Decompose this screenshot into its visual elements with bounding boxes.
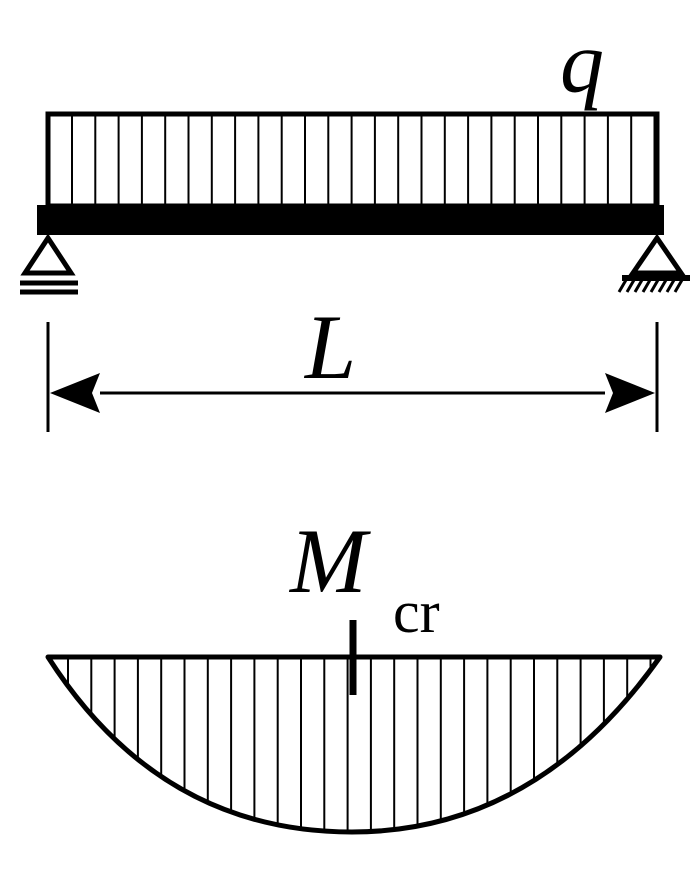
ground-hatch-line [633, 279, 644, 293]
right-pin-support [617, 233, 690, 293]
ground-hatch-line [625, 279, 636, 293]
distributed-load [45, 111, 660, 209]
span-label: L [303, 296, 356, 398]
left-roller-support [20, 233, 78, 295]
moment-label: M [288, 510, 371, 612]
dimension-arrow-left [50, 373, 100, 413]
ground-hatch-line [665, 279, 676, 293]
ground-hatch-line [617, 279, 628, 293]
ground-hatch-line [641, 279, 652, 293]
moment-parabola [45, 654, 663, 835]
beam [37, 205, 664, 235]
span-dimension [46, 322, 659, 432]
load-label: q [560, 15, 604, 112]
dimension-arrow-right [605, 373, 655, 413]
ground-hatching [617, 279, 684, 293]
moment-subscript: cr [393, 579, 440, 645]
moment-hatching [67, 657, 652, 832]
ground-hatch-line [657, 279, 668, 293]
moment-diagram [45, 620, 663, 835]
load-hatching [71, 114, 656, 206]
ground-hatch-line [649, 279, 660, 293]
ground-hatch-line [673, 279, 684, 293]
